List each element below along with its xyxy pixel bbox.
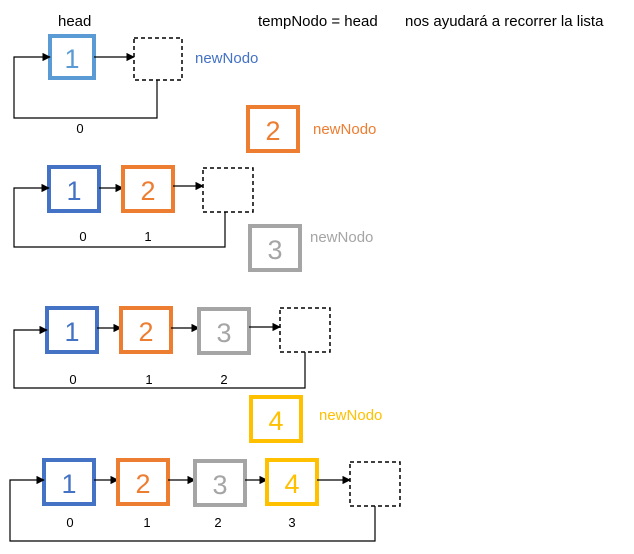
node-index: 0 <box>76 121 83 136</box>
node-value: 4 <box>268 406 283 436</box>
node-box <box>119 306 173 354</box>
node-value: 3 <box>216 318 231 348</box>
node-index: 3 <box>288 515 295 530</box>
node-value: 2 <box>140 176 155 206</box>
node-index: 0 <box>79 229 86 244</box>
node-index: 1 <box>143 515 150 530</box>
node-index: 1 <box>145 372 152 387</box>
loop-connector <box>13 183 226 248</box>
node-index: 0 <box>66 515 73 530</box>
head-label: head <box>58 13 91 30</box>
node-value: 1 <box>64 44 79 74</box>
node-box <box>197 307 251 355</box>
node-value: 2 <box>265 116 280 146</box>
node-box <box>121 165 175 213</box>
loop-connector <box>13 52 158 119</box>
node-value: 2 <box>138 317 153 347</box>
node-value: 2 <box>135 469 150 499</box>
new-nodo-label: newNodo <box>313 121 376 138</box>
null-node-box <box>349 461 401 507</box>
new-nodo-label: newNodo <box>319 407 382 424</box>
node-box <box>249 395 303 443</box>
loop-connector <box>9 475 376 542</box>
traversal-note: nos ayudará a recorrer la lista <box>405 13 604 30</box>
node-index: 2 <box>214 515 221 530</box>
node-value: 1 <box>66 176 81 206</box>
new-nodo-label: newNodo <box>310 229 373 246</box>
null-node-box <box>279 307 331 353</box>
null-node-box <box>133 37 183 81</box>
row-4: 1 2 3 4 0 1 2 3 <box>9 458 401 542</box>
node-index: 0 <box>69 372 76 387</box>
node-index: 1 <box>144 229 151 244</box>
node-box <box>116 458 170 506</box>
node-index: 2 <box>220 372 227 387</box>
row-2: 1 2 0 1 <box>13 165 254 248</box>
node-box <box>246 105 300 153</box>
new-node-3: 3 newNodo <box>248 224 373 272</box>
node-value: 1 <box>61 469 76 499</box>
loop-connector <box>13 325 306 389</box>
node-value: 3 <box>212 470 227 500</box>
node-box <box>248 224 302 272</box>
temp-nodo-label: tempNodo = head <box>258 13 378 30</box>
row-1: 1 newNodo 0 <box>13 34 258 136</box>
node-box <box>193 459 247 507</box>
node-value: 1 <box>64 317 79 347</box>
node-value: 3 <box>267 235 282 265</box>
new-nodo-label: newNodo <box>195 50 258 67</box>
node-box <box>265 458 319 506</box>
new-node-4: 4 newNodo <box>249 395 382 443</box>
row-3: 1 2 3 0 1 2 <box>13 306 331 389</box>
null-node-box <box>202 167 254 213</box>
new-node-2: 2 newNodo <box>246 105 376 153</box>
node-value: 4 <box>284 469 299 499</box>
